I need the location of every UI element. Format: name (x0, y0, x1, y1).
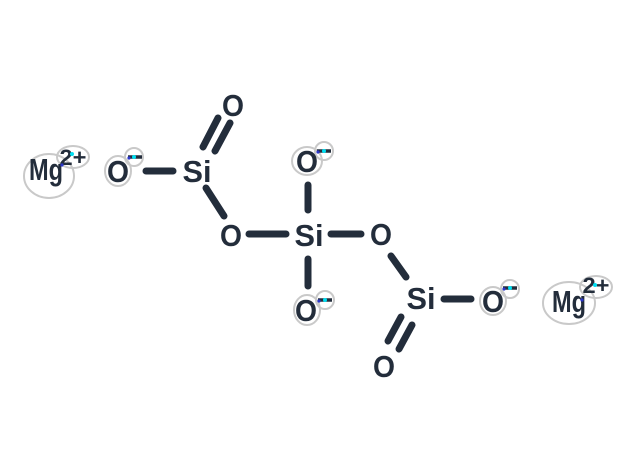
atom-o-bottom: O (295, 293, 317, 328)
bond-si-3-o-double-a (384, 313, 405, 345)
atom-o-bridge-2: O (370, 217, 392, 252)
highlight-o-right-charge (500, 279, 520, 299)
dot-blue-mg-left (60, 163, 64, 167)
dot-blue-o-top (316, 150, 320, 154)
dot-cyan-o-left (132, 155, 136, 159)
highlight-o-right (479, 286, 507, 316)
atom-o-left: O (107, 154, 129, 189)
charge-mg-left: 2+ (60, 145, 87, 170)
atom-o-bridge-1: O (220, 218, 242, 253)
highlight-o-bottom (293, 294, 321, 326)
atom-mg-left: Mg (29, 152, 63, 187)
dot-cyan-o-top (322, 149, 326, 153)
highlight-mg-right (542, 281, 596, 325)
highlight-o-top (291, 146, 323, 176)
dot-blue-mg-right (580, 298, 584, 302)
highlight-o-top-charge (314, 141, 334, 161)
bond-si-1-o-double-b (211, 119, 234, 155)
atom-o-double-2: O (373, 349, 395, 384)
dot-cyan-o-right (508, 286, 512, 290)
atom-si-3: Si (407, 281, 436, 316)
highlight-o-bottom-charge (315, 290, 335, 310)
dot-cyan-o-bottom (323, 298, 327, 302)
bond-si-3-o-double-b (395, 321, 416, 353)
atom-o-right: O (482, 284, 504, 319)
dot-cyan-mg-right (593, 283, 597, 287)
highlight-mg-left-charge (56, 145, 90, 169)
highlight-o-left (104, 155, 132, 187)
atom-si-1: Si (183, 154, 212, 189)
atom-o-double-1: O (222, 88, 244, 123)
highlight-mg-right-charge (579, 275, 613, 299)
bond-si-1-o-double-a (199, 114, 222, 151)
atom-o-top: O (296, 144, 318, 179)
highlight-o-left-charge (124, 147, 144, 167)
atom-mg-right: Mg (552, 284, 586, 319)
atom-si-2: Si (295, 218, 324, 253)
dot-cyan-mg-left (70, 152, 74, 156)
highlight-mg-left (23, 153, 75, 199)
dot-blue-o-right (502, 287, 506, 291)
dot-blue-o-bottom (317, 299, 321, 303)
bond-si-1-o-bridge-1 (202, 184, 228, 220)
bond-o-bridge-2-si-3 (387, 252, 410, 281)
dot-blue-o-left (127, 156, 131, 160)
